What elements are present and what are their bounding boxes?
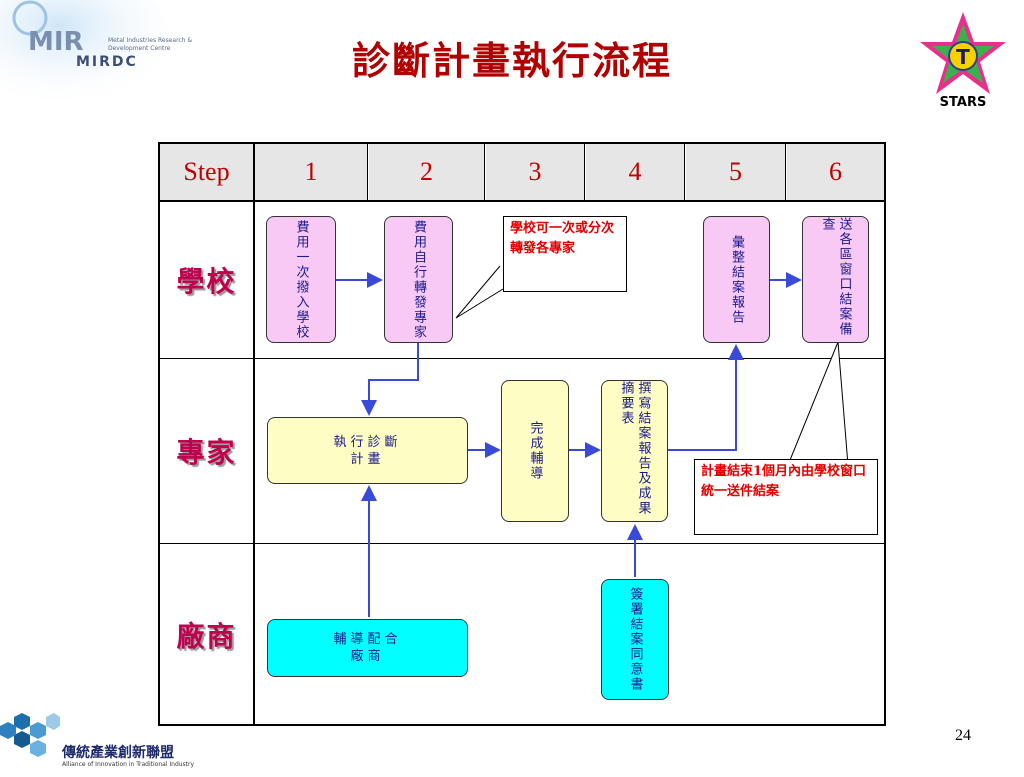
label-column-divider xyxy=(253,144,255,725)
step-1-header: 1 xyxy=(255,144,367,200)
header-divider xyxy=(684,144,685,200)
callout-pointer-transfer xyxy=(455,265,504,319)
box-sign-consent-text: 簽署結案同意書 xyxy=(627,587,643,692)
callout-transfer-note: 學校可一次或分次轉發各專家 xyxy=(503,216,627,292)
box-compile-report-text: 彙整結案報告 xyxy=(729,234,744,325)
box-submit-closing: 送各區窗口結案備查 xyxy=(802,216,869,343)
flow-table xyxy=(158,142,886,726)
mirdc-logo-line1: Metal Industries Research & xyxy=(108,37,192,44)
alliance-logo xyxy=(0,695,220,773)
row-label-vendor: 廠商 xyxy=(176,619,237,653)
box-vendor-cooperation: 輔導配合廠商 xyxy=(267,619,468,677)
step-3-header: 3 xyxy=(486,144,584,200)
row-divider xyxy=(160,543,884,544)
alliance-subtitle: Alliance of Innovation in Traditional In… xyxy=(62,761,195,768)
box-execute-plan: 執行診斷計畫 xyxy=(267,417,468,484)
step-5-header: 5 xyxy=(686,144,785,200)
header-divider xyxy=(484,144,485,200)
box-execute-plan-text: 執行診斷計畫 xyxy=(333,434,402,467)
page-number: 24 xyxy=(955,727,971,744)
alliance-name: 傳統產業創新聯盟 xyxy=(62,745,174,761)
box-submit-closing-text: 送各區窗口結案備查 xyxy=(819,217,852,337)
callout-closing-note: 計畫結束1個月內由學校窗口統一送件結案 xyxy=(694,459,878,535)
box-compile-report: 彙整結案報告 xyxy=(703,216,770,343)
mirdc-logo: MIR MIRDC Metal Industries Research & De… xyxy=(0,0,210,120)
box-funding-to-school-text: 費用一次撥入學校 xyxy=(293,219,309,340)
callout-pointer-closing xyxy=(787,341,849,466)
box-complete-guidance-text: 完成輔導 xyxy=(527,421,543,481)
step-2-header: 2 xyxy=(369,144,484,200)
row-label-expert: 專家 xyxy=(176,436,237,469)
box-funding-to-school: 費用一次撥入學校 xyxy=(266,216,336,343)
header-divider xyxy=(367,144,368,200)
step-4-header: 4 xyxy=(586,144,684,200)
step-6-header: 6 xyxy=(787,144,884,200)
mirdc-logo-line2: Development Centre xyxy=(108,45,171,52)
box-funding-to-experts: 費用自行轉發專家 xyxy=(384,216,453,343)
box-write-report-text: 撰寫結案報告及成果摘要表 xyxy=(618,381,651,516)
stars-letter: T xyxy=(956,45,970,69)
mirdc-mark: MIR xyxy=(28,27,84,57)
row-label-school: 學校 xyxy=(176,264,237,298)
header-divider xyxy=(785,144,786,200)
arrow-school-to-expert xyxy=(361,342,419,416)
mirdc-logo-text: MIRDC xyxy=(76,54,138,70)
header-row-divider xyxy=(160,200,884,202)
box-sign-consent: 簽署結案同意書 xyxy=(601,579,669,700)
arrow-report-to-summary xyxy=(668,344,744,451)
row-divider xyxy=(160,358,884,359)
box-funding-to-experts-text: 費用自行轉發專家 xyxy=(411,219,426,340)
stars-logo: T STARS xyxy=(918,10,1008,110)
page-title: 診斷計畫執行流程 xyxy=(351,38,672,83)
header-divider xyxy=(584,144,585,200)
step-header: Step xyxy=(160,144,253,200)
stars-label: STARS xyxy=(940,95,987,110)
box-vendor-cooperation-text: 輔導配合廠商 xyxy=(333,632,402,664)
box-write-report: 撰寫結案報告及成果摘要表 xyxy=(601,380,668,522)
box-complete-guidance: 完成輔導 xyxy=(501,380,569,522)
